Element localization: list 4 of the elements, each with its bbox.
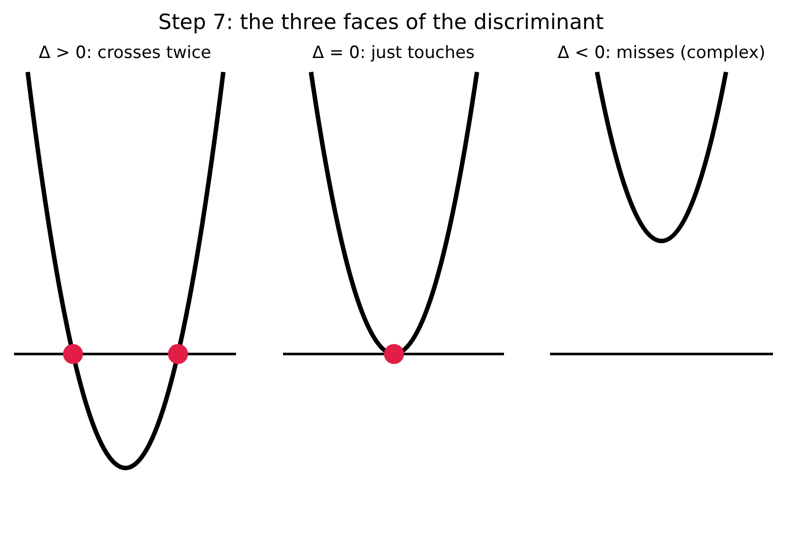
panel-title: Δ > 0: crosses twice [38,43,212,63]
panel-title: Δ < 0: misses (complex) [558,43,766,63]
panel-title: Δ = 0: just touches [312,43,475,63]
chart-title: Step 7: the three faces of the discriminant [158,10,604,34]
